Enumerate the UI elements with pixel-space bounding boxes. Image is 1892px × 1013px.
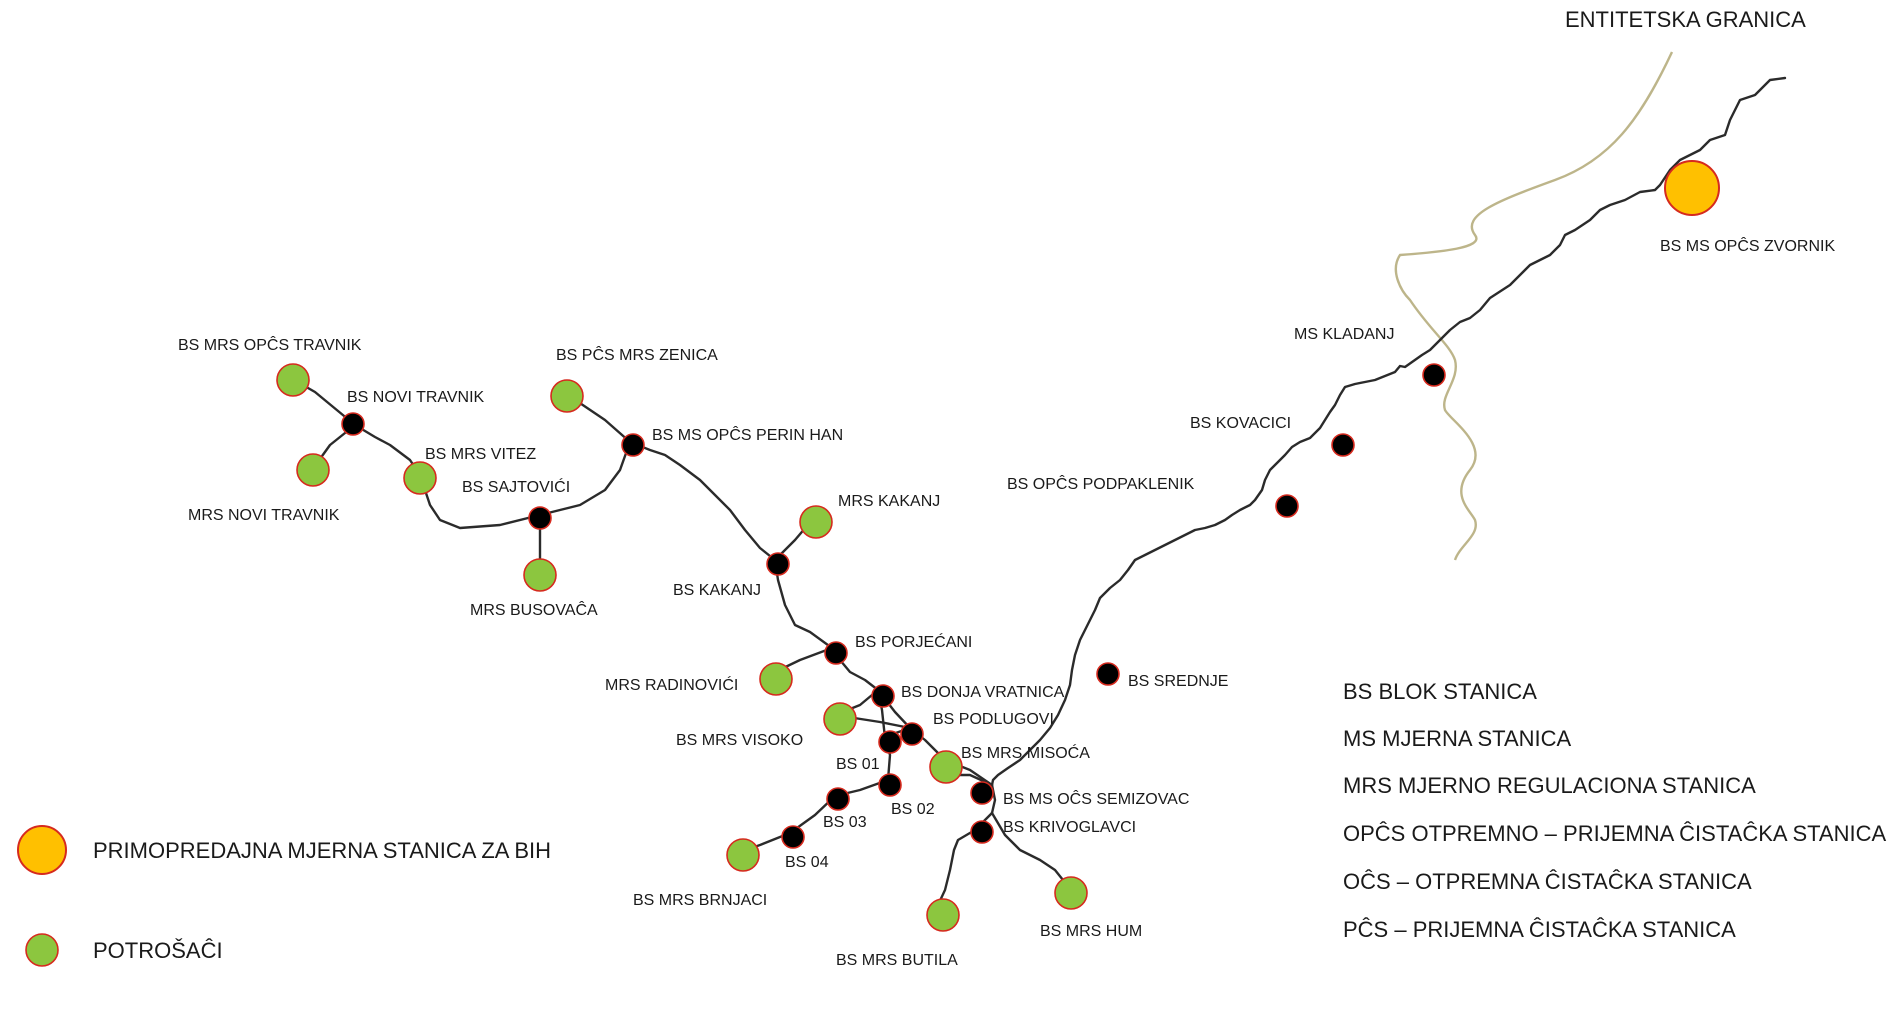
station-label: BS 03 [823,814,867,831]
block-node-kovacici [1331,433,1355,457]
station-label: BS MRS VITEZ [425,446,536,463]
consumer-node-hum [1054,876,1088,910]
consumer-node-zenica [550,379,584,413]
consumer-node-vitez [403,461,437,495]
pipeline-zvornik-semizovac [990,76,1787,787]
block-node-podlugovi [900,722,924,746]
block-node-porjecani [824,641,848,665]
station-label: BS MRS BRNJACI [633,892,767,909]
station-label: BS MS OPĈS PERIN HAN [652,425,843,444]
station-label: BS OPĈS PODPAKLENIK [1007,474,1195,493]
block-node-bs01 [878,730,902,754]
block-node-podpaklenik [1275,494,1299,518]
legend-consumers-label: POTROŠAĈI [93,938,223,963]
station-label: BS 02 [891,801,935,818]
abbreviation-item: MRS MJERNO REGULACIONA STANICA [1343,773,1756,798]
block-node-bs02 [878,773,902,797]
station-label: BS MRS BUTILA [836,952,958,969]
station-label: BS 04 [785,854,829,871]
consumer-node-brnjaci [726,838,760,872]
entity-border-line [1394,51,1674,561]
station-label: BS DONJA VRATNICA [901,684,1065,701]
abbreviation-item: PĈS – PRIJEMNA ĈISTAĈKA STANICA [1343,917,1736,942]
block-node-semizovac [970,781,994,805]
station-label: BS MS OPĈS ZVORNIK [1660,236,1835,255]
abbreviation-item: OPĈS OTPREMNO – PRIJEMNA ĈISTAĈKA STANIC… [1343,821,1886,846]
station-label: BS PORJEĆANI [855,632,972,651]
symbol-legend: PRIMOPREDAJNA MJERNA STANICA ZA BIH POTR… [17,825,551,967]
pipeline-sajtovici-novitravnik [353,423,542,530]
block-node-kakanj [766,552,790,576]
consumer-node-mrs-kakanj [799,505,833,539]
station-label: BS MRS MISOĆA [961,743,1090,762]
handover-legend-icon [17,825,67,875]
legend-handover-label: PRIMOPREDAJNA MJERNA STANICA ZA BIH [93,838,551,863]
abbreviation-item: OĈS – OTPREMNA ĈISTAĈKA STANICA [1343,869,1752,894]
station-label: MRS RADINOVIĆI [605,675,738,694]
pipeline-perinhan-sajtovici [538,440,632,517]
station-label: BS SAJTOVIĆI [462,477,570,496]
station-label: BS KOVACICI [1190,415,1291,432]
abbreviation-item: BS BLOK STANICA [1343,679,1537,704]
border-label: ENTITETSKA GRANICA [1565,7,1806,32]
station-label: BS MS OĈS SEMIZOVAC [1003,789,1189,808]
abbreviation-item: MS MJERNA STANICA [1343,726,1572,751]
pipeline-krivoglavci-hum [990,811,1065,882]
consumer-node-visoko [823,702,857,736]
station-label: MS KLADANJ [1294,326,1394,343]
consumer-node-misoca [929,750,963,784]
consumer-node-travnik [276,363,310,397]
handover-node-zvornik [1664,160,1720,216]
block-node-bs04 [781,825,805,849]
station-label: BS PODLUGOVI [933,711,1054,728]
block-node-bs03 [826,787,850,811]
block-node-donja-vratnica [871,684,895,708]
consumer-node-mrs-novi-travnik [296,453,330,487]
station-label: BS PĈS MRS ZENICA [556,345,718,364]
consumer-legend-icon [25,933,59,967]
station-label: BS KRIVOGLAVCI [1003,819,1136,836]
consumer-node-busovaca [523,558,557,592]
block-node-novi-travnik [341,412,365,436]
station-label: MRS KAKANJ [838,493,940,510]
station-label: BS MRS VISOKO [676,732,803,749]
pipeline-porjecani-kakanj [773,558,834,650]
block-node-perin-han [621,433,645,457]
station-label: BS MRS HUM [1040,923,1142,940]
consumer-node-radinovici [759,662,793,696]
station-label: BS 01 [836,756,880,773]
consumer-node-butila [926,898,960,932]
station-label: MRS BUSOVAĈA [470,600,598,619]
station-label: BS KAKANJ [673,582,761,599]
station-label: MRS NOVI TRAVNIK [188,507,340,524]
pipeline-kakanj-perinhan [628,440,777,562]
station-label: BS SREDNJE [1128,673,1228,690]
block-node-sajtovici [528,506,552,530]
station-label: BS MRS OPĈS TRAVNIK [178,335,362,354]
abbreviation-legend: BS BLOK STANICA MS MJERNA STANICA MRS MJ… [1343,679,1886,942]
block-node-srednje [1096,662,1120,686]
station-label: BS NOVI TRAVNIK [347,389,485,406]
block-node-kladanj [1422,363,1446,387]
block-node-krivoglavci [970,820,994,844]
